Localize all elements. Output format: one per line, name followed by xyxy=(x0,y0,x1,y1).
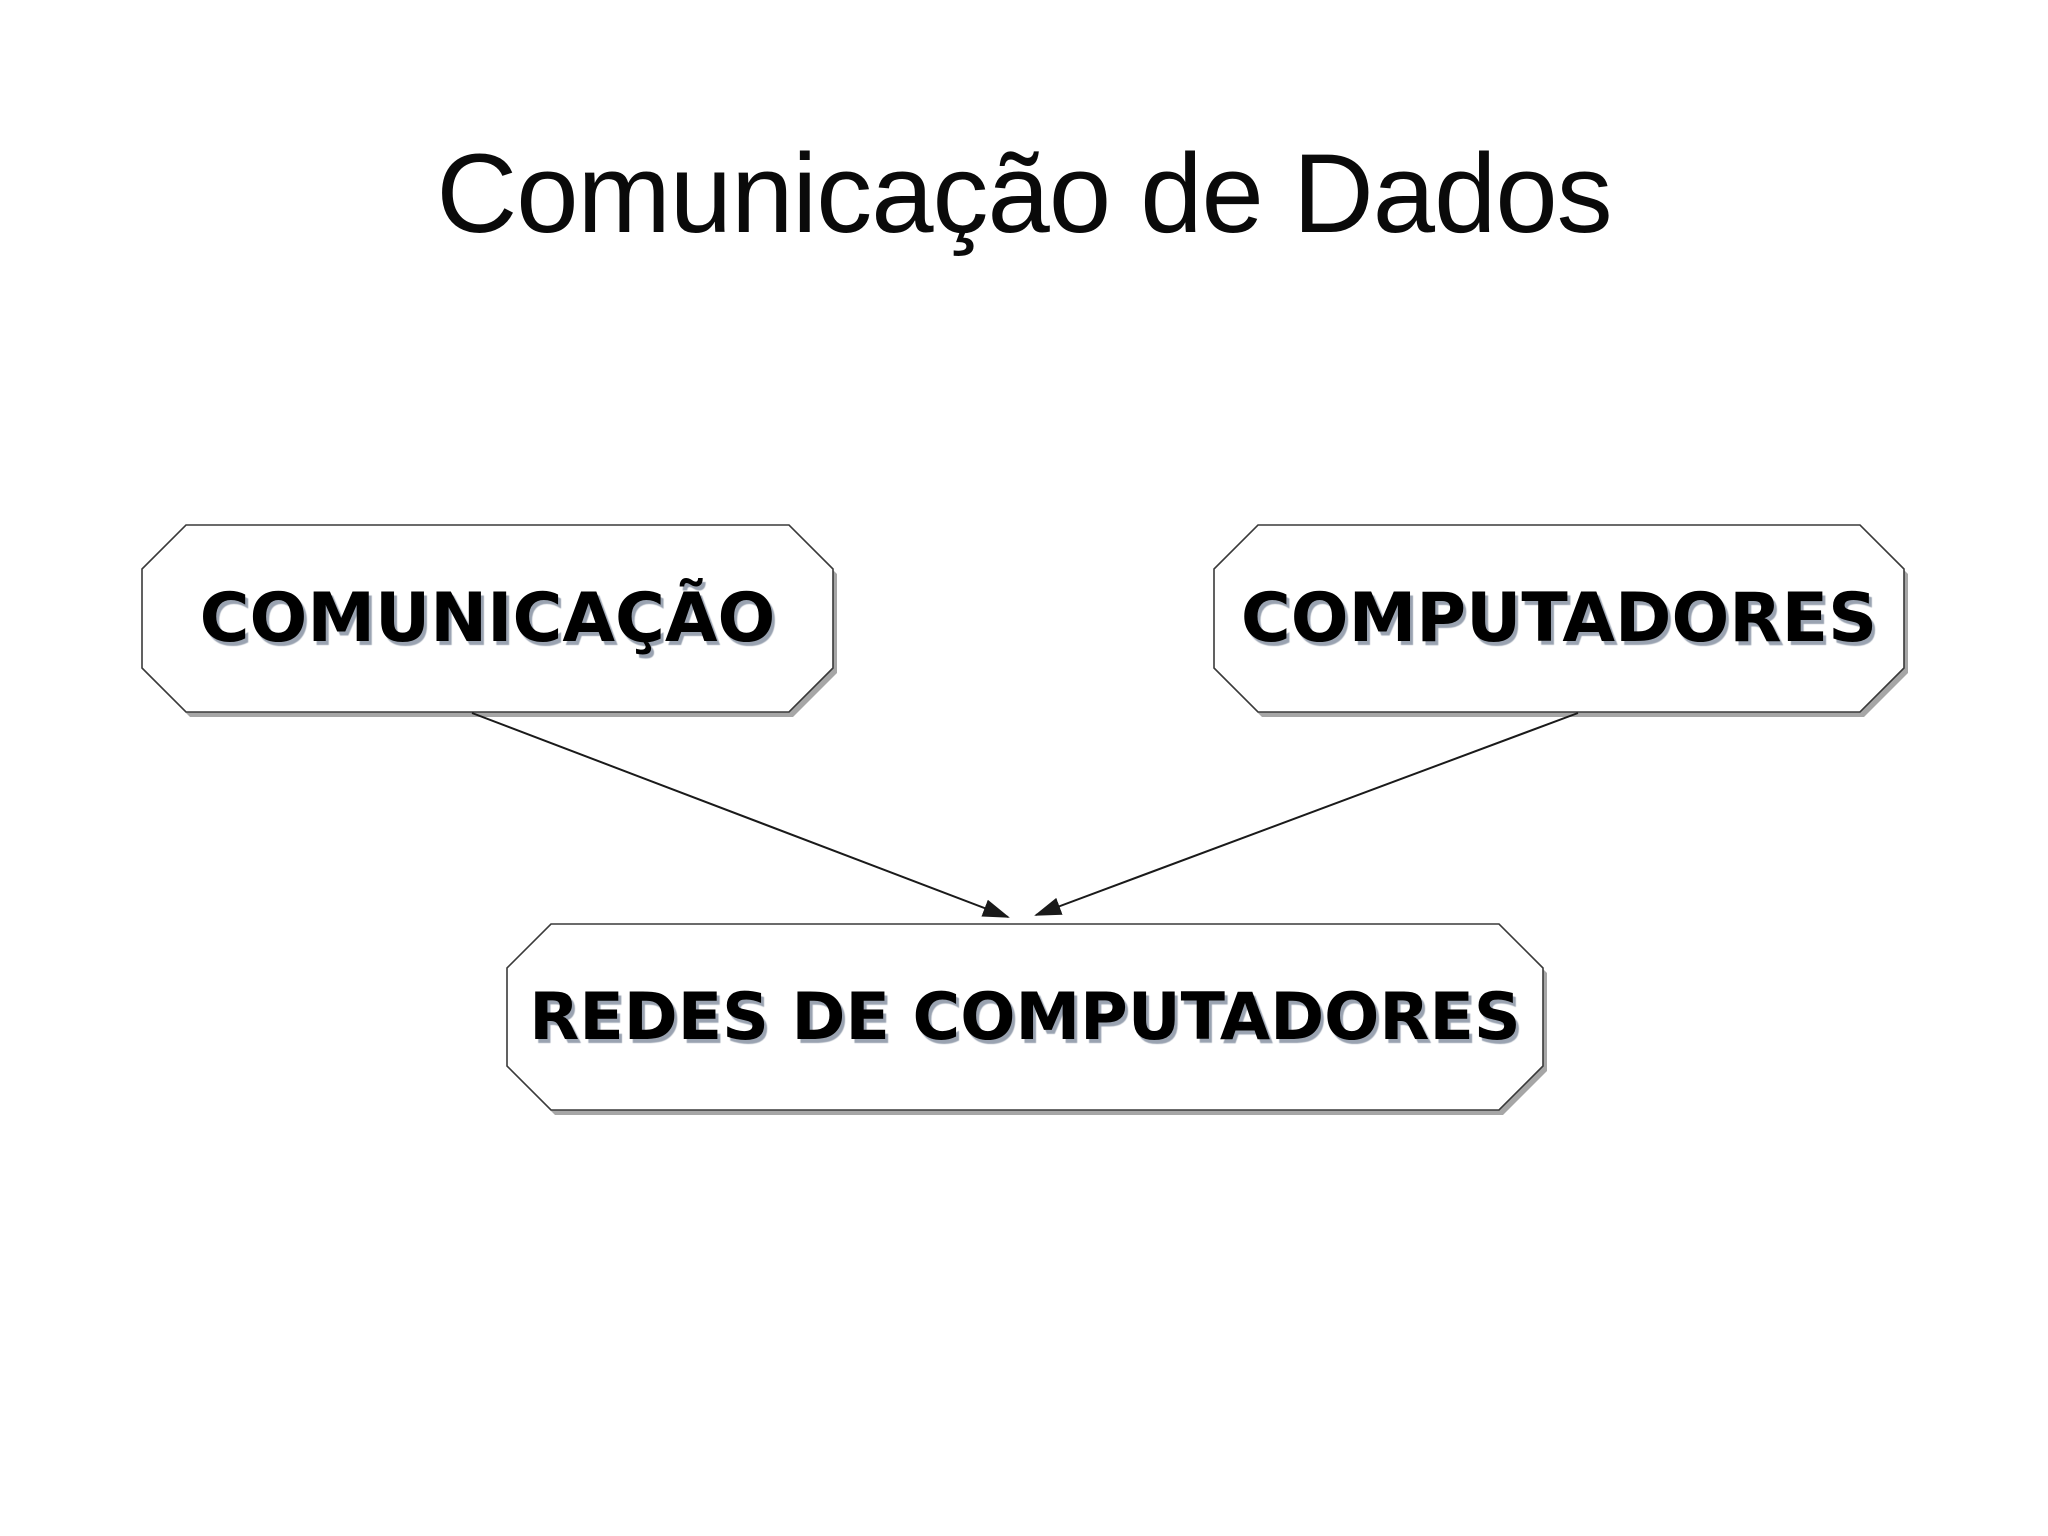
node-shape-redes xyxy=(506,923,1544,1111)
node-label-computadores: COMPUTADORES xyxy=(1240,579,1878,658)
node-shape-comunicacao xyxy=(141,524,834,713)
node-shape-computadores xyxy=(1213,524,1905,713)
edge-arrow-computadores-to-redes xyxy=(1034,712,1579,916)
node-label-comunicacao: COMUNICAÇÃO xyxy=(199,579,776,658)
edge-arrow-comunicacao-to-redes xyxy=(471,712,1010,918)
node-label-redes: REDES DE COMPUTADORES xyxy=(529,979,1521,1055)
slide-title: Comunicação de Dados xyxy=(436,131,1612,256)
